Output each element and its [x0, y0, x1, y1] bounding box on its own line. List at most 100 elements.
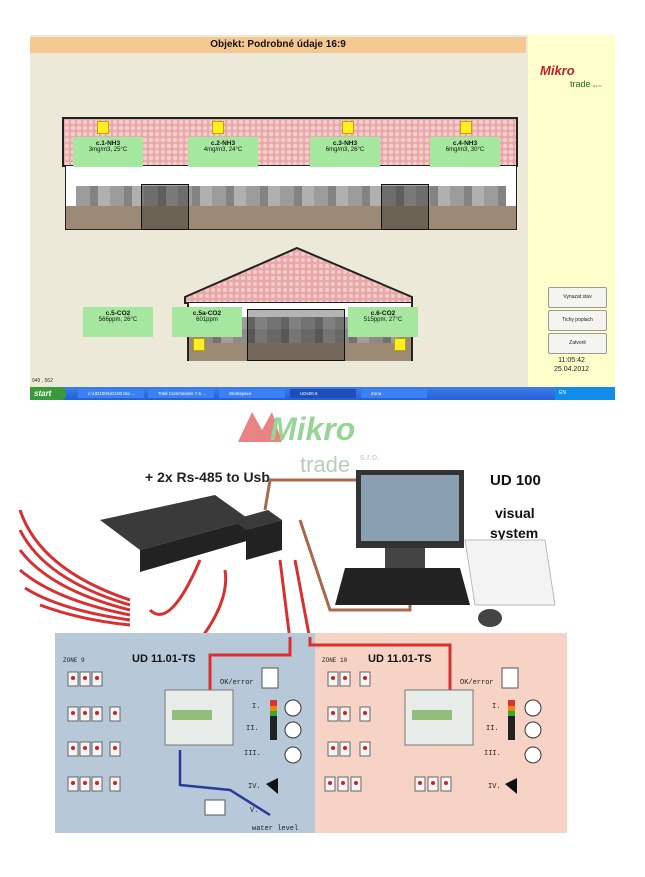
water-level-sensor-icon [204, 799, 226, 816]
right-panel: Mikro trade s.r.o. Vynazat stav Tichy po… [528, 35, 615, 387]
sensor-value: 6mg/m3, 26°C [325, 147, 365, 153]
sensor-led [354, 781, 358, 785]
sensor-name: c.2-NH3 [210, 140, 236, 147]
zone-10-device: UD 11.01-TS [368, 653, 432, 665]
sensor-led [95, 746, 99, 750]
status-indicator-icon [501, 667, 519, 689]
output-label: V. [250, 807, 258, 815]
page-title: Objekt: Podrobné údaje 16:9 [30, 37, 526, 53]
taskbar-item[interactable]: c:\UD100\UD100.0xx ... [78, 389, 144, 398]
sensor-led [113, 711, 117, 715]
sensor-value: 4mg/m3, 24°C [203, 147, 243, 153]
nh3-sensor-2-indicator [212, 121, 224, 134]
sensor-led [71, 676, 75, 680]
output-label: III. [244, 750, 261, 758]
output-label: II. [486, 725, 499, 733]
taskbar-item[interactable]: Total Commander 7.5 ... [148, 389, 214, 398]
output-label: IV. [488, 783, 501, 791]
water-level-label: water level [252, 825, 298, 833]
reset-state-button[interactable]: Vynazat stav [548, 287, 607, 308]
visual-label-1: visual [495, 505, 535, 521]
converter-label: + 2x Rs-485 to Usb [145, 469, 270, 485]
sensor-name: c.1-NH3 [95, 140, 121, 147]
sensor-led [328, 781, 332, 785]
taskbar-item[interactable]: UDx00.6 [290, 389, 356, 398]
sensor-led [71, 781, 75, 785]
logo-suffix: s.r.o. [360, 452, 380, 462]
output-label: I. [252, 703, 260, 711]
sensor-led [331, 676, 335, 680]
sensor-led [83, 711, 87, 715]
sensor-led [83, 746, 87, 750]
sensor-value: 601ppm [196, 317, 218, 323]
sensor-led [431, 781, 435, 785]
clock-time: 11:05:42 [558, 357, 585, 364]
sensor-led [95, 711, 99, 715]
logo: Mikro trade s.r.o. [238, 411, 380, 477]
sensor-name: c.4-NH3 [452, 140, 478, 147]
nh3-sensor-4-indicator [460, 121, 472, 134]
output-label: II. [246, 725, 259, 733]
pc-label: UD 100 [490, 472, 541, 489]
controller-zone-9 [164, 689, 234, 746]
status-label: OK/error [460, 679, 494, 687]
taskbar-item[interactable]: Zona [361, 389, 427, 398]
fan-icons [284, 699, 542, 764]
logo-sub: trade s.r.o. [570, 79, 602, 89]
system-tray: EN [555, 387, 615, 400]
taskbar-item[interactable]: Workspace [219, 389, 285, 398]
software-box [464, 539, 556, 606]
nh3-sensor-3-indicator [342, 121, 354, 134]
sensor-value: 6mg/m3, 30°C [445, 147, 485, 153]
start-button[interactable]: start [30, 387, 66, 400]
status-label: OK/error [220, 679, 254, 687]
sensor-value: 515ppm, 27°C [363, 317, 403, 323]
sensor-led [331, 746, 335, 750]
output-label: IV. [248, 783, 261, 791]
sensor-value: 566ppm, 26°C [98, 317, 138, 323]
nh3-sensor-1-indicator [97, 121, 109, 134]
sensor-led [343, 746, 347, 750]
close-button[interactable]: Zatvorit [548, 333, 607, 354]
siren-icons [266, 778, 517, 794]
mouse [478, 609, 502, 627]
sensor-led [418, 781, 422, 785]
co2-indicator-left [193, 338, 205, 351]
signal-tower-icons [270, 700, 515, 740]
sensor-led [113, 781, 117, 785]
logo: Mikro [540, 63, 575, 78]
sensor-led [71, 746, 75, 750]
sensor-led [343, 711, 347, 715]
system-diagram: Mikro trade s.r.o. + 2x Rs-485 to Usb UD… [18, 411, 567, 833]
sensor-led [95, 676, 99, 680]
output-label: III. [484, 750, 501, 758]
status-indicator-icon [261, 667, 279, 689]
sensor-led [83, 676, 87, 680]
zone-9-device: UD 11.01-TS [132, 653, 196, 665]
sensor-led [363, 711, 367, 715]
sensor-led [363, 746, 367, 750]
sensor-led [95, 781, 99, 785]
clock-date: 25.04.2012 [553, 366, 590, 373]
sensor-name: c.6-CO2 [370, 310, 396, 317]
barn2-roof [184, 246, 413, 304]
moxa-converter-large [100, 495, 250, 550]
silent-alarm-button[interactable]: Tichy poplach [548, 310, 607, 331]
sensor-led [331, 711, 335, 715]
svg-text:trade: trade [300, 452, 350, 477]
sensor-value: 3mg/m3, 25°C [88, 147, 128, 153]
cursor-coords: 949 , 562 [32, 378, 53, 384]
sensor-led [83, 781, 87, 785]
sensor-led [363, 676, 367, 680]
sensor-name: c.5-CO2 [105, 310, 131, 317]
visual-label-2: system [490, 525, 538, 541]
svg-text:Mikro: Mikro [270, 411, 355, 447]
